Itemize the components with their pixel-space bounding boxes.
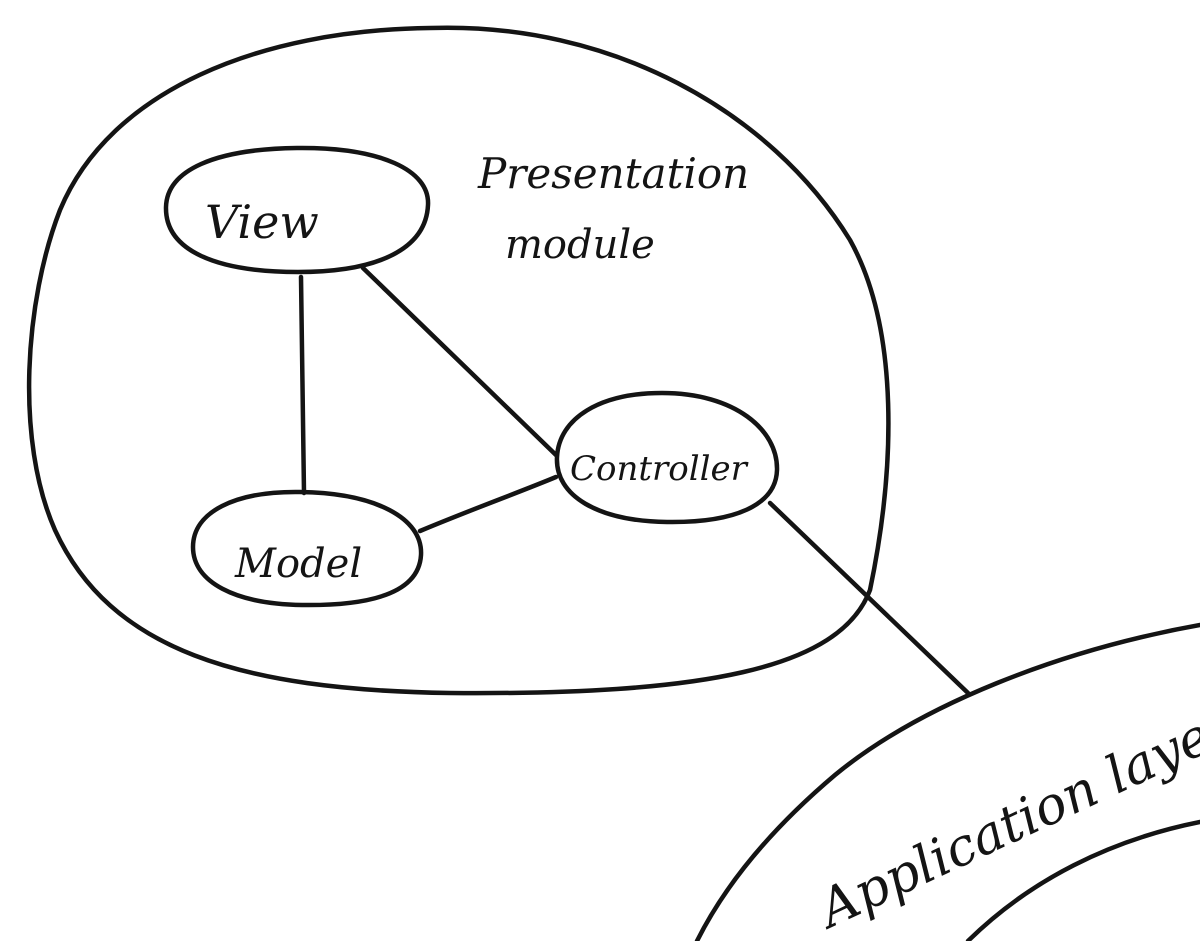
connection-view-controller — [360, 265, 559, 458]
application-layer-title: Application layer — [807, 694, 1200, 941]
application-layer-outer-arc — [694, 622, 1200, 941]
application-layer-inner-arc — [965, 819, 1200, 941]
connection-model-controller — [417, 474, 559, 534]
presentation-module-boundary — [26, 25, 891, 696]
controller-node-outline — [554, 390, 780, 525]
model-node-outline — [190, 489, 424, 608]
presentation-module-title-line2: module — [505, 222, 655, 268]
presentation-module-title-line1: Presentation — [477, 149, 749, 198]
controller-node-label: Controller — [570, 449, 749, 489]
model-node: Model — [190, 489, 424, 608]
view-node-label: View — [205, 195, 319, 249]
connection-controller-application — [767, 500, 971, 696]
connection-view-model — [298, 274, 307, 496]
view-node: View — [163, 145, 431, 275]
view-node-outline — [163, 145, 431, 275]
controller-node: Controller — [554, 390, 780, 525]
model-node-label: Model — [234, 541, 362, 587]
